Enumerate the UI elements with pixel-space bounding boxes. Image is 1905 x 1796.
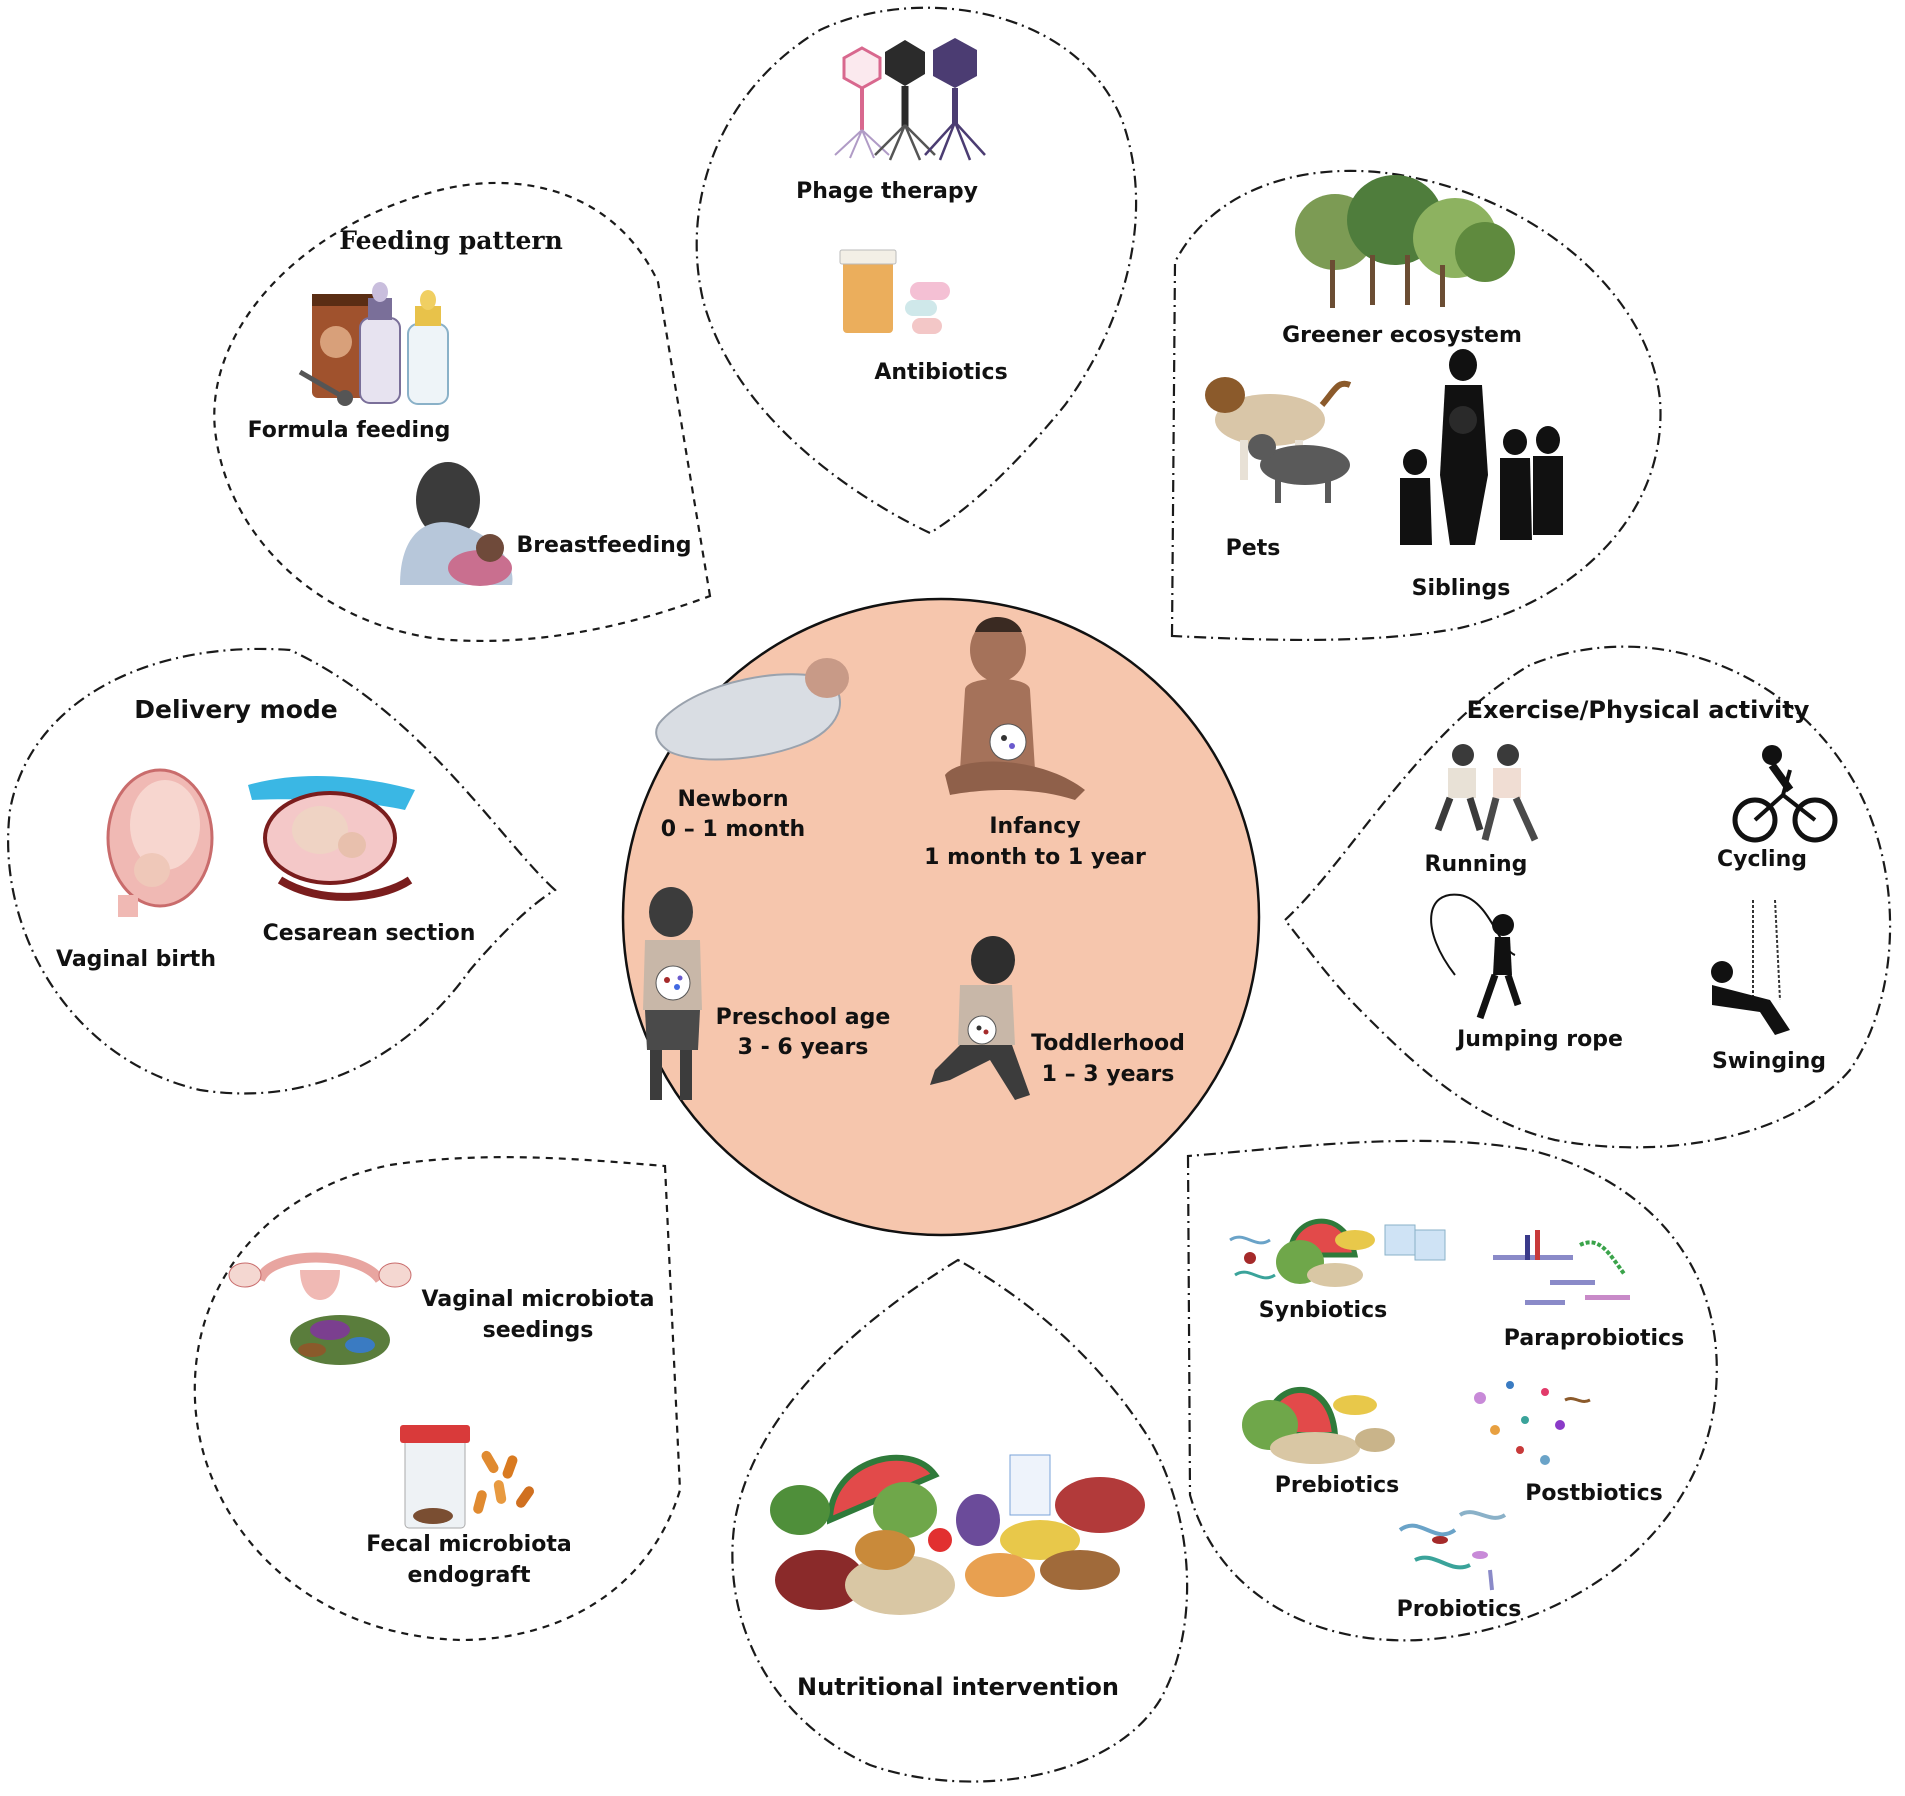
siblings-label: Siblings [1412, 576, 1511, 601]
food-pile-icon [770, 1454, 1145, 1615]
swaddled-baby-icon [655, 658, 849, 761]
phage-petal [695, 6, 1138, 535]
stage-infancy-name: Infancy [989, 814, 1080, 839]
vaginal-birth-label: Vaginal birth [56, 947, 216, 972]
fecal-microbiota-label-line2: endograft [408, 1563, 531, 1588]
synbiotics-icon [1229, 1218, 1446, 1287]
breastfeeding-mother-icon [400, 462, 513, 586]
prebiotics-icon [1242, 1387, 1395, 1464]
delivery-petal [7, 647, 557, 1095]
jumping-rope-icon [1430, 893, 1522, 1020]
postbiotics-label: Postbiotics [1525, 1481, 1662, 1506]
center-circle [621, 597, 1261, 1237]
antibiotics-label: Antibiotics [874, 360, 1007, 385]
uterus-microbes-icon [228, 1252, 412, 1365]
cesarean-section-label: Cesarean section [263, 921, 476, 946]
swinging-label: Swinging [1712, 1049, 1826, 1074]
postbiotics-icon [1474, 1381, 1591, 1465]
swing-icon [1711, 899, 1790, 1035]
stage-toddler-range: 1 – 3 years [1042, 1062, 1175, 1087]
probiotics-label: Probiotics [1397, 1597, 1522, 1622]
jumping-rope-label: Jumping rope [1455, 1027, 1623, 1052]
cyclist-icon [1732, 745, 1838, 843]
seeding-petal [193, 1156, 682, 1642]
stage-newborn-name: Newborn [677, 787, 788, 812]
biotics-petal [1186, 1139, 1718, 1642]
paraprobiotics-icon [1493, 1230, 1630, 1305]
infant-sitting-icon [945, 617, 1085, 800]
exercise-petal [1283, 645, 1892, 1149]
feeding-title: Feeding pattern [339, 226, 563, 255]
bacteriophage-icon [834, 38, 986, 161]
stage-toddler-name: Toddlerhood [1031, 1031, 1185, 1056]
feeding-petal [213, 181, 712, 643]
nutrition-title: Nutritional intervention [797, 1673, 1119, 1701]
stage-preschool-range: 3 - 6 years [738, 1035, 869, 1060]
cesarean-icon [248, 775, 415, 901]
probiotics-icon [1398, 1510, 1507, 1591]
paraprobiotics-label: Paraprobiotics [1504, 1326, 1684, 1351]
vaginal-seeding-label-line2: seedings [483, 1318, 594, 1343]
pets-label: Pets [1226, 536, 1281, 561]
dog-and-cat-icon [1205, 377, 1352, 503]
stool-jar-capsules-icon [400, 1425, 535, 1529]
forest-icon [1295, 175, 1515, 308]
stage-newborn-range: 0 – 1 month [661, 817, 805, 842]
synbiotics-label: Synbiotics [1259, 1298, 1387, 1323]
cycling-label: Cycling [1717, 847, 1807, 872]
formula-can-and-bottles-icon [298, 282, 449, 406]
stage-infancy-range: 1 month to 1 year [924, 845, 1146, 870]
toddler-walking-icon [930, 936, 1030, 1100]
running-children-icon [1434, 744, 1539, 842]
stage-preschool-name: Preschool age [716, 1005, 891, 1030]
formula-feeding-label: Formula feeding [248, 418, 451, 443]
family-silhouette-icon [1400, 349, 1563, 545]
preschool-child-icon [643, 887, 702, 1100]
running-label: Running [1425, 852, 1528, 877]
delivery-title: Delivery mode [134, 695, 338, 724]
vaginal-seeding-label-line1: Vaginal microbiota [422, 1287, 655, 1312]
nutrition-petal [731, 1258, 1189, 1783]
fecal-microbiota-label-line1: Fecal microbiota [366, 1532, 571, 1557]
greener-ecosystem-label: Greener ecosystem [1282, 323, 1522, 348]
exercise-title: Exercise/Physical activity [1467, 696, 1810, 724]
pill-bottle-icon [839, 249, 950, 334]
breastfeeding-label: Breastfeeding [516, 533, 691, 558]
uterus-fetus-icon [106, 768, 214, 917]
prebiotics-label: Prebiotics [1275, 1473, 1400, 1498]
phage-therapy-label: Phage therapy [796, 179, 978, 204]
